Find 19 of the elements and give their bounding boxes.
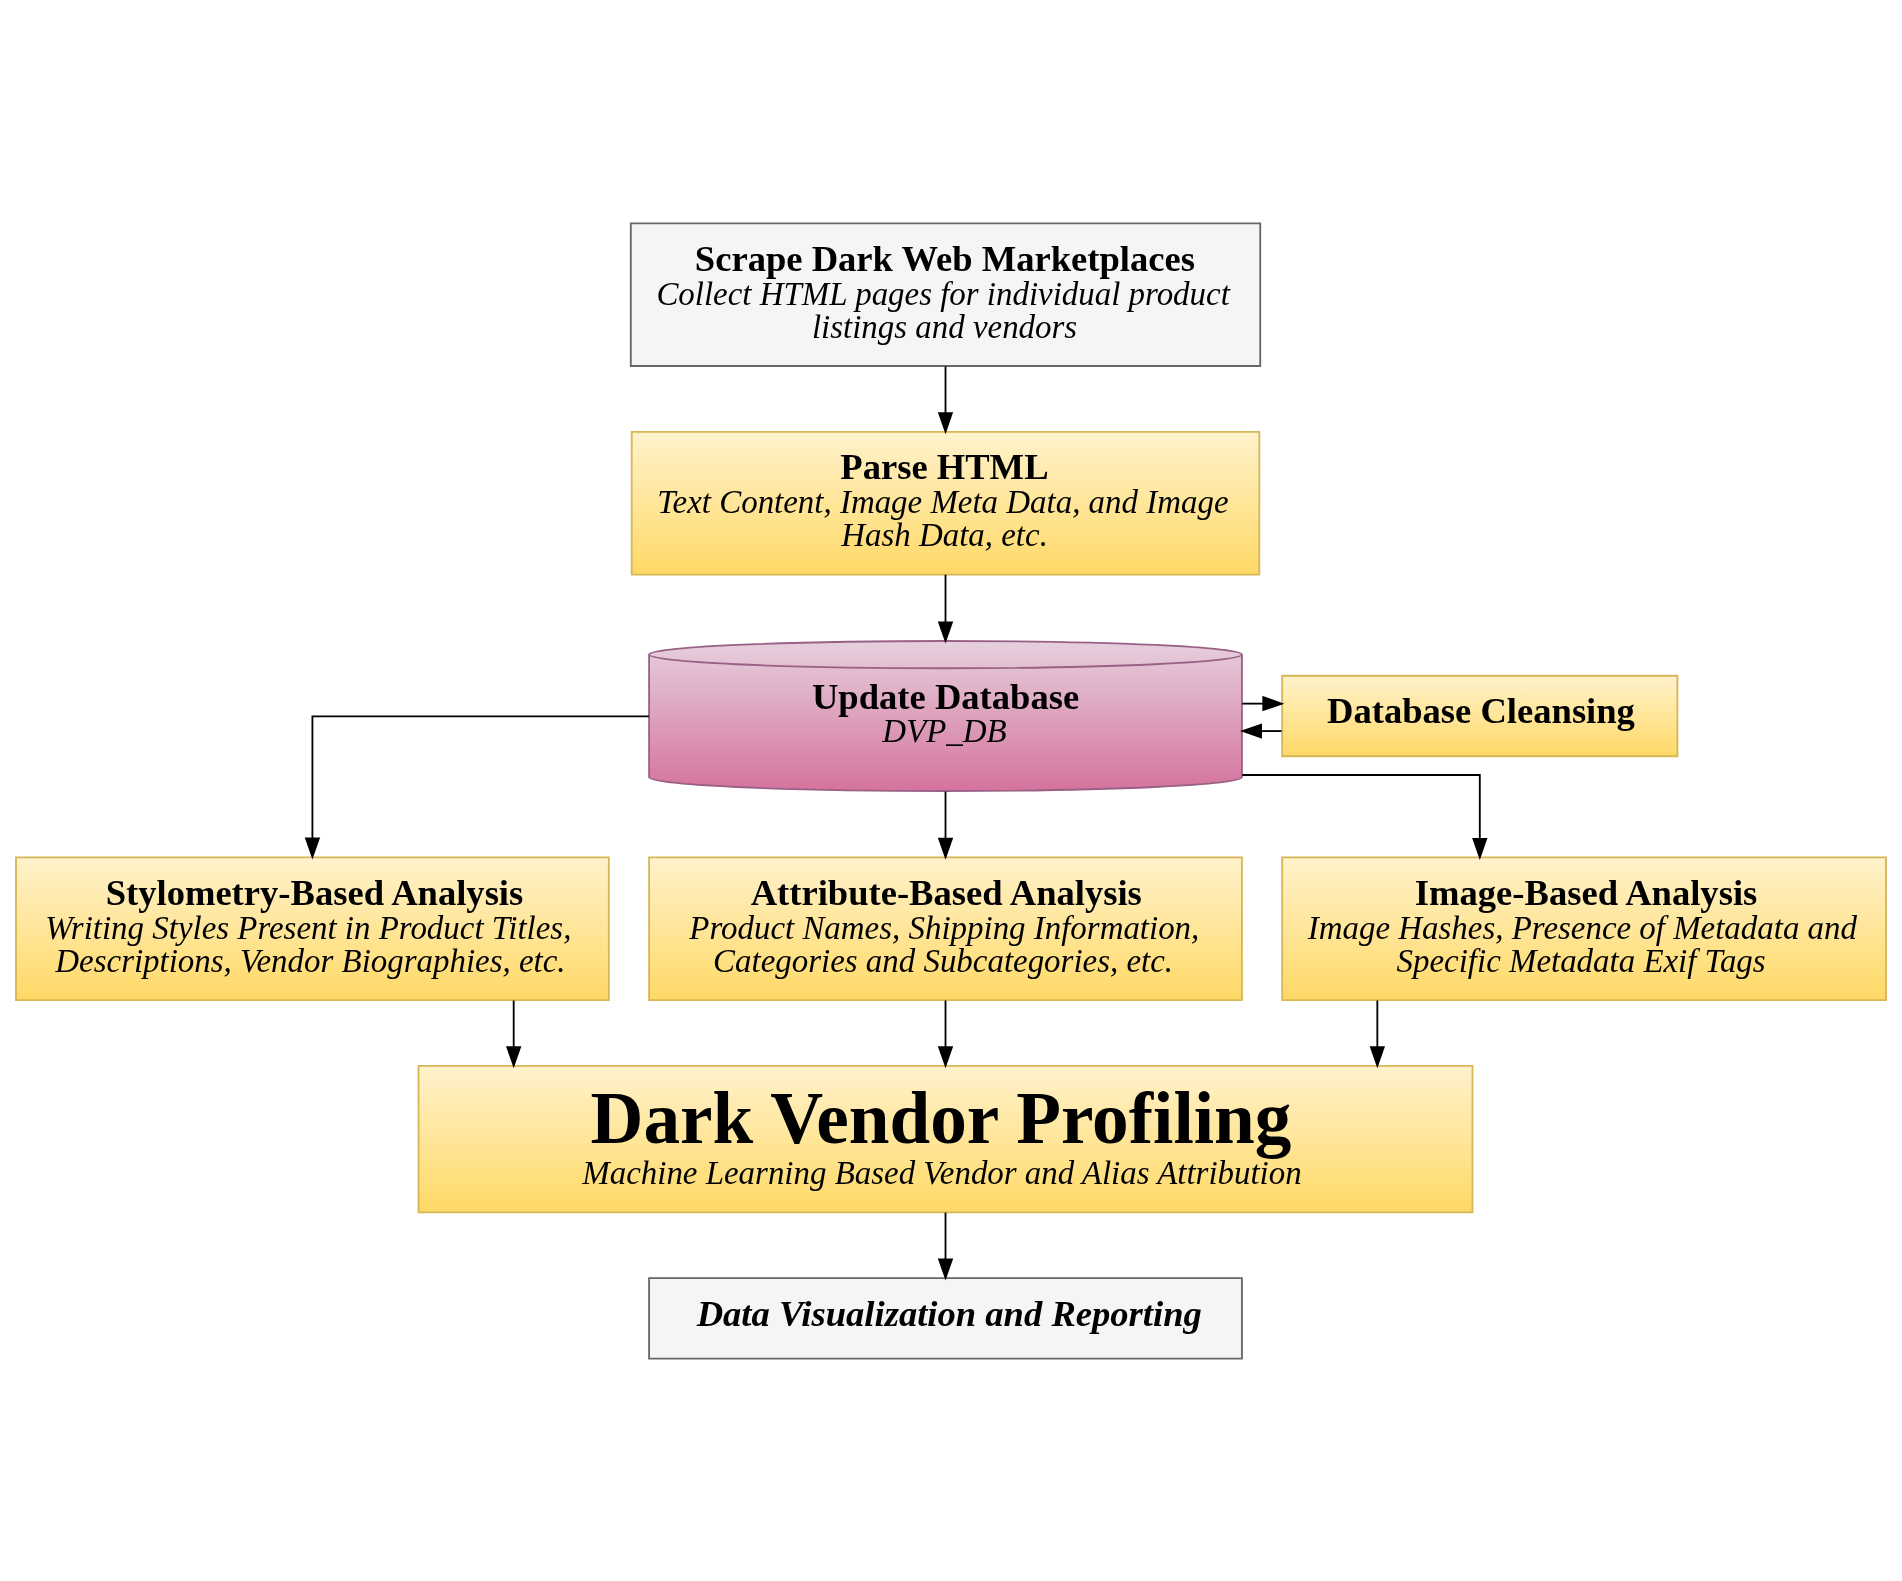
node-box: Attribute-Based Analysis Product Names, Shipping Information, Categories and Subcategories, etc. [648, 855, 1243, 1001]
node-box: Data Visualization and Reporting [648, 1276, 1243, 1360]
node-box: Dark Vendor Profiling Machine Learning Based Vendor and Alias Attribution [417, 1064, 1474, 1213]
arrow [937, 999, 954, 1068]
arrow [506, 999, 522, 1068]
arrow [937, 790, 954, 860]
node-box: Scrape Dark Web Marketplaces Collect HTML pages for individual product listings and vendors [629, 221, 1262, 367]
arrow [1241, 695, 1285, 711]
node-box: Stylometry-Based Analysis Writing Styles Present in Product Titles, Descriptions, Vendor Biographies, etc. [15, 855, 610, 1001]
node-box: Database Cleansing [1281, 674, 1679, 757]
arrow [1240, 722, 1283, 739]
node-box: Image-Based Analysis Image Hashes, Presence of Metadata and Specific Metadata Exif Tags [1281, 855, 1887, 1001]
arrow [1241, 773, 1488, 860]
arrow [937, 365, 954, 434]
arrow [937, 573, 954, 643]
arrow [304, 715, 650, 860]
arrow [937, 1211, 954, 1280]
arrow [1369, 999, 1386, 1068]
node-box: Parse HTML Text Content, Image Meta Data, and Image Hash Data, etc. [630, 430, 1261, 576]
